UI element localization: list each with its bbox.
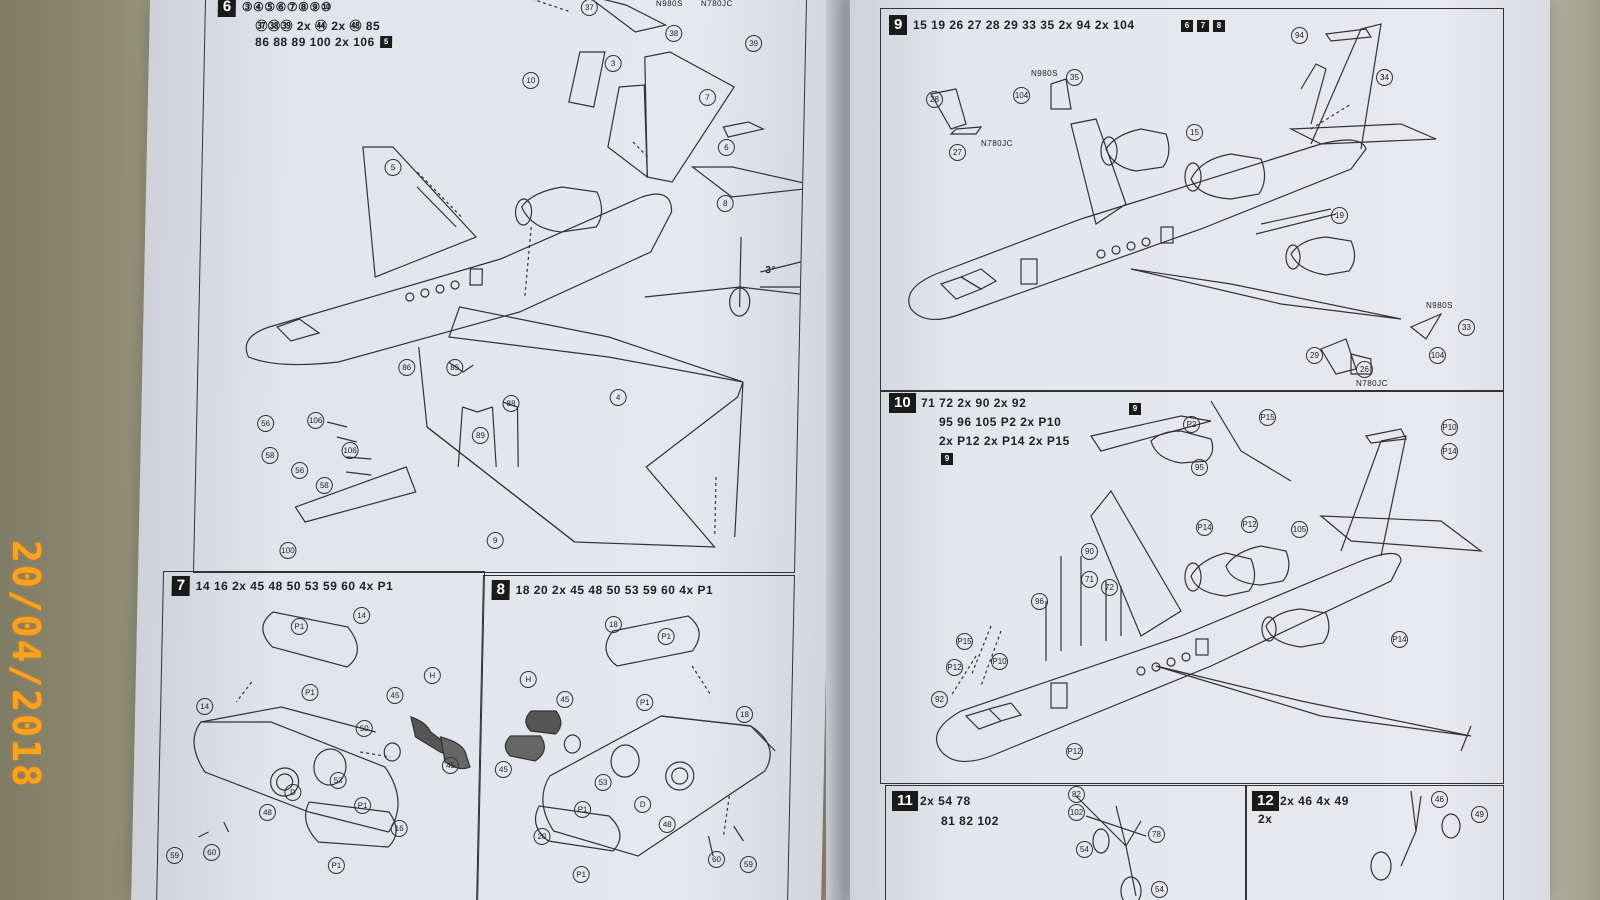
step11-callout-54a: 54 <box>1076 841 1093 858</box>
step10-callout-71: 71 <box>1081 571 1098 588</box>
right-instruction-page: 9 15 19 26 27 28 29 33 35 2x 94 2x 104 6… <box>850 0 1550 900</box>
step10-callout-p12b: P12 <box>946 659 963 676</box>
step10-parts-line2: 95 96 105 P2 2x P10 <box>939 415 1062 429</box>
step6-panel: 6 ③④⑤⑥⑦⑧⑨⑩ ㊲㊳㊴ 2x ㊹ 2x ㊽ 85 86 88 89 100… <box>192 0 808 573</box>
step9-callout-33: 33 <box>1458 319 1475 336</box>
step11-callout-82: 82 <box>1068 786 1085 803</box>
left-instruction-page: 6 ③④⑤⑥⑦⑧⑨⑩ ㊲㊳㊴ 2x ㊹ 2x ㊽ 85 86 88 89 100… <box>131 0 840 900</box>
step9-callout-15: 15 <box>1186 124 1203 141</box>
step10-badge: 9 <box>941 453 953 465</box>
step9-callout-104a: 104 <box>1013 87 1030 104</box>
table-surface-right <box>1540 0 1600 900</box>
step9-callout-29: 29 <box>1306 347 1323 364</box>
step9-parts: 15 19 26 27 28 29 33 35 2x 94 2x 104 <box>913 18 1135 32</box>
step10-callout-p15a: P15 <box>1259 409 1276 426</box>
step10-callout-p14c: P14 <box>1391 631 1408 648</box>
step9-callout-104b: 104 <box>1429 347 1446 364</box>
marking-n980s-b: N980S <box>1426 301 1453 310</box>
step10-callout-p10a: P10 <box>1441 419 1458 436</box>
step9-aircraft-drawing <box>908 23 1443 375</box>
step11-gear-drawing <box>1075 795 1147 900</box>
photo-date-stamp: 20/04/2018 <box>4 540 48 789</box>
step12-number: 12 <box>1252 791 1279 811</box>
step10-callout-90: 90 <box>1081 543 1098 560</box>
step10-callout-p12c: P12 <box>1066 743 1083 760</box>
step7-panel: 7 14 16 2x 45 48 50 53 59 60 4x P1 14 P1… <box>155 571 486 900</box>
step9-badge-7: 7 <box>1197 20 1209 32</box>
step10-number: 10 <box>889 393 916 413</box>
step10-parts-line3: 2x P12 2x P14 2x P15 <box>939 434 1070 448</box>
step8-engine-drawing <box>504 615 776 857</box>
step12-callout-46: 46 <box>1431 791 1448 808</box>
step6-aircraft-drawing <box>245 0 807 548</box>
marking-n780jc-b: N780JC <box>1356 379 1388 388</box>
step10-callout-p12a: P12 <box>1241 516 1258 533</box>
step11-callout-102: 102 <box>1068 804 1085 821</box>
step10-callout-96: 96 <box>1031 593 1048 610</box>
step10-callout-95: 95 <box>1191 459 1208 476</box>
step11-callout-78: 78 <box>1148 826 1165 843</box>
step10-panel: 10 71 72 2x 90 2x 92 95 96 105 P2 2x P10… <box>880 390 1504 784</box>
step10-callout-92: 92 <box>931 691 948 708</box>
step9-badge-8: 8 <box>1213 20 1225 32</box>
step8-panel: 8 18 20 2x 45 48 50 53 59 60 4x P1 18 P1… <box>475 575 795 900</box>
step9-callout-19: 19 <box>1331 207 1348 224</box>
step10-callout-p15b: P15 <box>956 633 973 650</box>
step9-callout-27: 27 <box>949 144 966 161</box>
step9-callout-34: 34 <box>1376 69 1393 86</box>
step10-aircraft-drawing <box>936 400 1484 762</box>
step9-callout-26: 26 <box>1356 361 1373 378</box>
step12-sub-label: 2x <box>1258 812 1273 826</box>
step12-panel: 12 2x 46 4x 49 2x 46 49 <box>1245 785 1504 900</box>
step12-parts: 2x 46 4x 49 <box>1280 794 1349 808</box>
step11-parts-line2: 81 82 102 <box>941 814 999 828</box>
step10-detail-badge: 9 <box>1129 403 1141 415</box>
step9-panel: 9 15 19 26 27 28 29 33 35 2x 94 2x 104 6… <box>880 8 1504 392</box>
step11-parts-line1: 2x 54 78 <box>920 794 971 808</box>
step10-callout-72: 72 <box>1101 579 1118 596</box>
step11-callout-54b: 54 <box>1151 881 1168 898</box>
marking-n980s-a: N980S <box>1031 69 1058 78</box>
step9-number: 9 <box>889 15 908 35</box>
step10-callout-p10b: P10 <box>991 653 1008 670</box>
step10-callout-105: 105 <box>1291 521 1308 538</box>
step9-callout-28: 28 <box>926 91 943 108</box>
step10-callout-p2: P2 <box>1183 416 1200 433</box>
step11-number: 11 <box>892 791 918 811</box>
step12-gear-drawing <box>1370 790 1461 881</box>
step10-callout-p14a: P14 <box>1196 519 1213 536</box>
step12-callout-49: 49 <box>1471 806 1488 823</box>
step9-callout-35: 35 <box>1066 69 1083 86</box>
step7-engine-drawing <box>193 611 471 848</box>
step9-callout-94: 94 <box>1291 27 1308 44</box>
step9-badge-6: 6 <box>1181 20 1193 32</box>
step10-parts-line1: 71 72 2x 90 2x 92 <box>921 396 1027 410</box>
marking-n780jc-a: N780JC <box>981 139 1013 148</box>
step11-panel: 11 2x 54 78 81 82 102 82 102 78 54 54 <box>885 785 1247 900</box>
step10-callout-p14b: P14 <box>1441 443 1458 460</box>
